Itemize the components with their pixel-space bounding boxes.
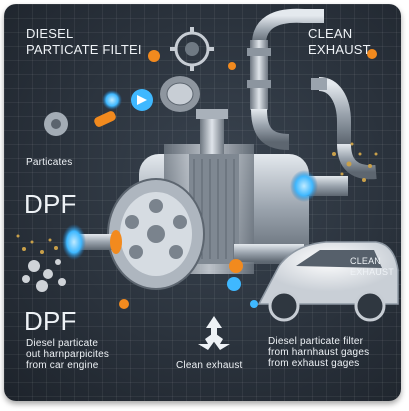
car-exhaust-label: CLEAN EXHAUST <box>350 256 394 277</box>
clean-exhaust-caption: Clean exhaust <box>176 360 243 371</box>
exhaust-pipes <box>247 8 377 180</box>
infographic-frame: DIESEL PARTICATE FILTEI CLEAN EXHAUST Pa… <box>4 4 401 401</box>
clean-exhaust-title: CLEAN EXHAUST <box>308 26 371 57</box>
arrow-right-icon <box>131 89 153 111</box>
recycle-icon <box>198 316 230 350</box>
description-left: Diesel particate out harnparpicites from… <box>26 338 110 371</box>
particates-label: Particates <box>26 157 73 168</box>
mesh-filter-small <box>160 76 200 112</box>
soot-particles-left <box>22 259 66 292</box>
dpf-label-top: DPF <box>24 189 77 219</box>
dpf-illustration <box>16 8 399 350</box>
description-right: Diesel particate filter from harnhaust g… <box>268 336 370 369</box>
dpf-unit <box>107 109 309 290</box>
car-illustration <box>257 241 399 322</box>
title-text: DIESEL PARTICATE FILTEI <box>26 26 142 57</box>
particles-right <box>332 142 378 182</box>
gear-icon <box>170 27 214 71</box>
dpf-label-bottom: DPF <box>24 306 77 336</box>
